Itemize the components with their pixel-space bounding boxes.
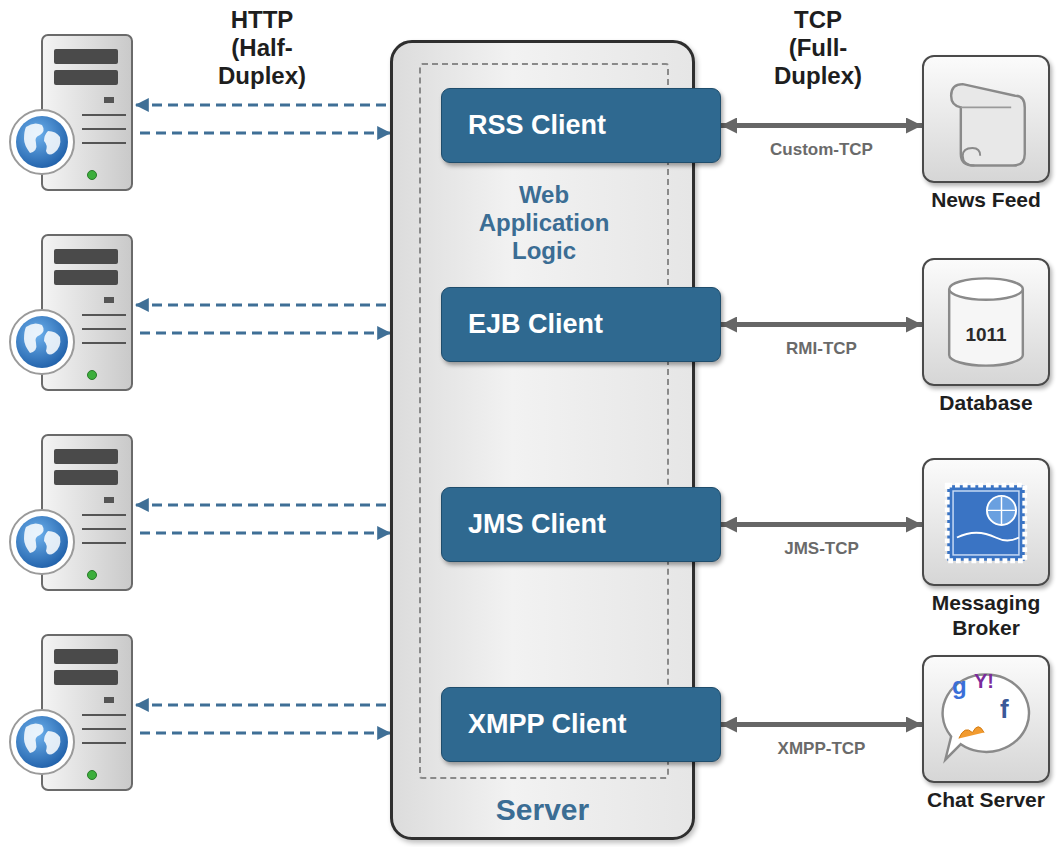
browser-tower xyxy=(10,35,132,190)
graphic xyxy=(943,674,1029,759)
node-label: XMPP Client xyxy=(442,709,627,740)
connector-label: Custom-TCP xyxy=(770,140,873,160)
node-label: Chat Server xyxy=(927,787,1045,812)
connector-label: XMPP-TCP xyxy=(778,739,866,759)
node-label: Messaging Broker xyxy=(911,590,1060,640)
graphic xyxy=(136,304,386,307)
connector-label: JMS-TCP xyxy=(784,539,859,559)
tcp-connector xyxy=(721,522,922,527)
node-label: Web Application Logic xyxy=(479,181,610,265)
client-box: EJB Client xyxy=(441,287,721,362)
node-label: News Feed xyxy=(931,187,1041,212)
graphic xyxy=(10,235,132,390)
graphic xyxy=(140,732,390,735)
http-arrows xyxy=(136,105,390,733)
server-box: Server Web Application Logic RSS ClientEJB… xyxy=(390,40,695,840)
browser-tower xyxy=(10,235,132,390)
graphic xyxy=(988,497,1015,524)
node-label: Database xyxy=(939,390,1032,415)
client-box: RSS Client xyxy=(441,88,721,163)
database-icon: 1011Database xyxy=(922,258,1050,386)
graphic xyxy=(987,496,1016,525)
tcp-connector xyxy=(721,123,922,128)
graphic xyxy=(10,635,132,790)
logic-region: Web Application Logic RSS ClientEJB Clien… xyxy=(419,63,669,779)
node-label: JMS Client xyxy=(442,509,606,540)
node-label: EJB Client xyxy=(442,309,603,340)
graphic xyxy=(140,332,390,335)
graphic xyxy=(140,532,390,535)
graphic xyxy=(961,106,1011,108)
graphic xyxy=(140,132,390,135)
browser-tower xyxy=(10,435,132,590)
graphic xyxy=(963,148,980,165)
graphic xyxy=(10,435,132,590)
chat-art xyxy=(924,657,1048,781)
graphic xyxy=(136,104,386,107)
news-feed-icon: News Feed xyxy=(922,55,1050,183)
graphic xyxy=(947,485,1025,561)
graphic xyxy=(10,35,132,190)
graphic xyxy=(953,491,1019,555)
graphic xyxy=(951,84,1025,165)
node-label: RSS Client xyxy=(442,110,606,141)
graphic xyxy=(136,504,386,507)
feed-art xyxy=(924,57,1048,181)
node-label: Server xyxy=(393,793,692,827)
broker-icon: Messaging Broker xyxy=(922,458,1050,586)
graphic xyxy=(959,727,984,739)
graphic xyxy=(949,278,1023,299)
mail-art xyxy=(924,460,1048,584)
tcp-connector xyxy=(721,322,922,327)
protocol-heading: HTTP (Half-Duplex) xyxy=(218,6,306,90)
graphic xyxy=(136,704,386,707)
browser-tower xyxy=(10,635,132,790)
graphic xyxy=(957,533,1019,541)
protocol-heading: TCP (Full-Duplex) xyxy=(774,6,862,90)
client-box: JMS Client xyxy=(441,487,721,562)
data-value: 1011 xyxy=(924,324,1048,346)
tcp-connector xyxy=(721,722,922,727)
db-art xyxy=(924,260,1048,384)
connector-label: RMI-TCP xyxy=(786,339,857,359)
chat-server-icon: Chat Server xyxy=(922,655,1050,783)
client-box: XMPP Client xyxy=(441,687,721,762)
